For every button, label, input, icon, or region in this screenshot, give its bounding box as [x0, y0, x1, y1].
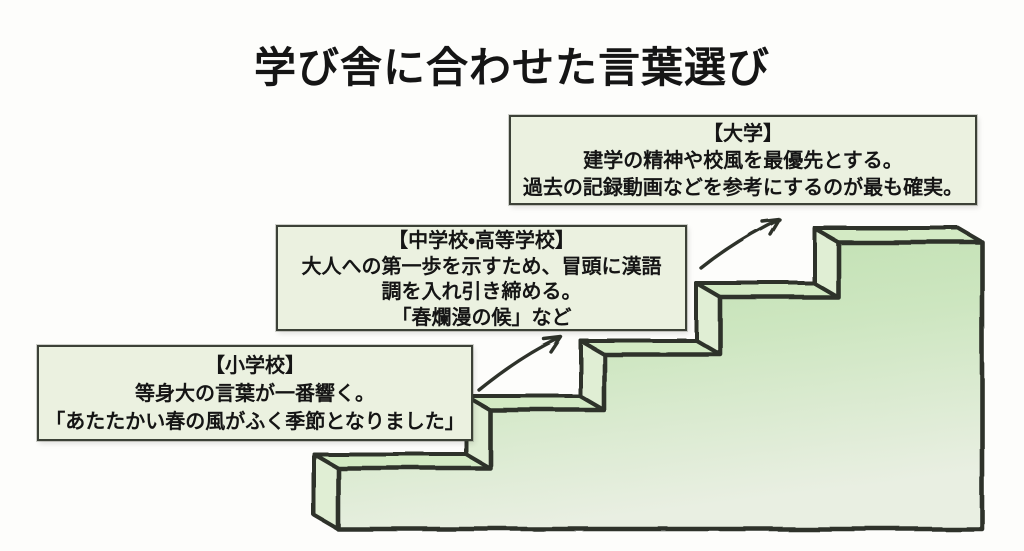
arrow-to-university-icon: [699, 217, 781, 270]
stair-end-cap: [312, 452, 340, 531]
stair-riser-side: [694, 281, 722, 356]
callout-text-line: 「あたたかい春の風がふく季節となりました」: [45, 411, 465, 433]
arrow-to-junior-high-icon: [477, 335, 563, 392]
callout-heading: 【大学】: [703, 123, 783, 145]
callout-text-line: 建学の精神や校風を最優先とする。: [583, 150, 903, 172]
callout-text-line: 大人への第一歩を示すため、冒頭に漢語: [301, 255, 662, 278]
callout-text-line: 「春爛漫の候」など: [391, 306, 572, 329]
staircase-shape: [312, 226, 985, 532]
callout-junior-senior-high: 【中学校・高等学校】 大人への第一歩を示すため、冒頭に漢語 調を入れ引き締める。…: [276, 225, 687, 331]
callout-text-line: 過去の記録動画などを参考にするのが最も確実。: [522, 177, 964, 199]
stair-step-face: [335, 239, 985, 532]
callout-university: 【大学】 建学の精神や校風を最優先とする。 過去の記録動画などを参考にするのが最…: [509, 115, 977, 205]
callout-text-line: 等身大の言葉が一番響く。: [135, 383, 375, 405]
callout-heading: 【中学校・高等学校】: [388, 230, 575, 252]
callout-text-line: 調を入れ引き締める。: [381, 281, 582, 303]
callout-heading: 【小学校】: [205, 355, 305, 377]
stair-riser-side: [578, 338, 606, 412]
callout-elementary: 【小学校】 等身大の言葉が一番響く。 「あたたかい春の風がふく季節となりました」: [37, 345, 473, 441]
stair-riser-side: [812, 226, 840, 299]
page-title: 学び舎に合わせた言葉選び: [253, 46, 770, 92]
